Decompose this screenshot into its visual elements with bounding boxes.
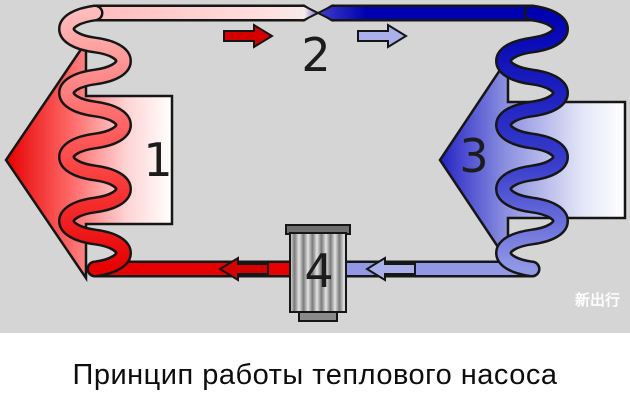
watermark: 新出行 xyxy=(575,291,620,309)
flow-arrow-bottom-hot-icon xyxy=(218,256,269,282)
flow-arrow-bottom-cold-icon xyxy=(365,256,416,282)
expansion-valve xyxy=(301,3,335,23)
evaporator-coil xyxy=(495,4,569,278)
compressor-body xyxy=(289,232,347,313)
condenser-coil xyxy=(58,4,132,278)
compressor-base xyxy=(298,311,338,322)
diagram-area: 1 2 3 4 新出行 xyxy=(0,0,630,333)
heat-source-arrow xyxy=(438,53,627,267)
caption: Принцип работы теплового насоса xyxy=(72,358,558,391)
compressor xyxy=(285,224,351,322)
heat-pump-diagram: 1 2 3 4 新出行 xyxy=(0,0,630,333)
label-compressor: 4 xyxy=(304,244,333,298)
label-expansion-valve: 2 xyxy=(301,28,330,82)
label-condenser: 1 xyxy=(143,133,172,187)
caption-bar: Принцип работы теплового насоса xyxy=(0,333,630,417)
flow-arrow-top-cold-icon xyxy=(357,23,408,49)
label-evaporator: 3 xyxy=(459,129,488,183)
flow-arrow-top-hot-icon xyxy=(223,23,274,49)
